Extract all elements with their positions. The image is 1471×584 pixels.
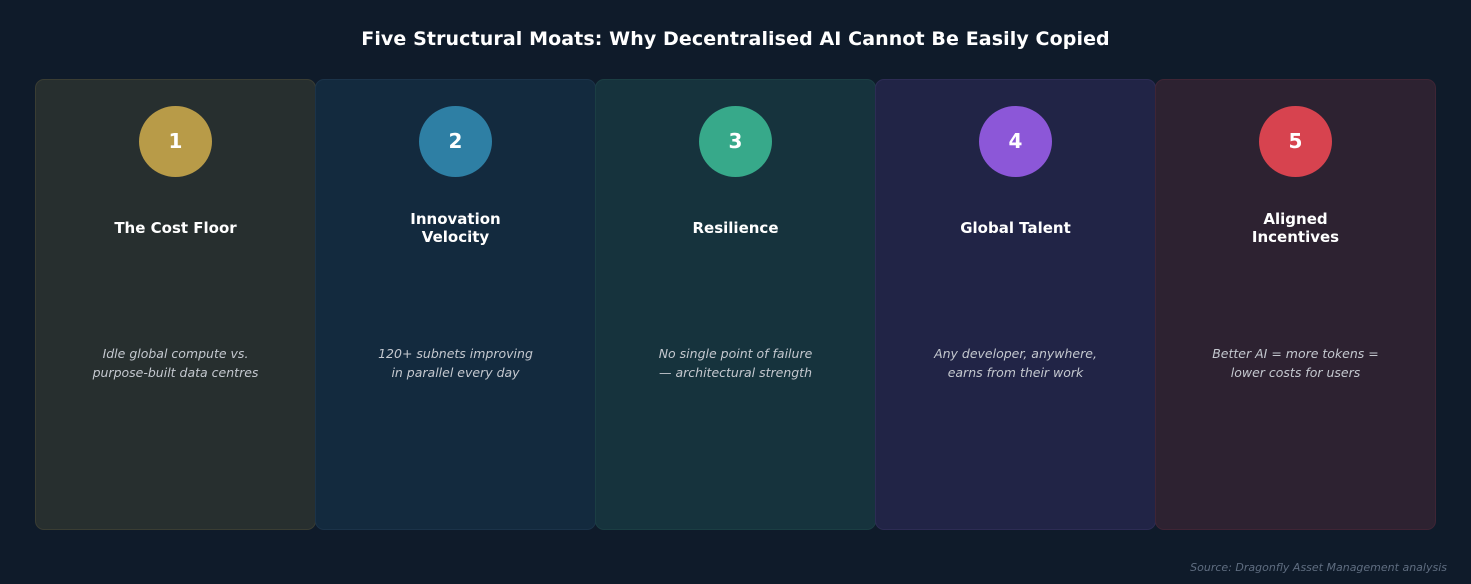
moat-title-text-4: Global Talent	[960, 219, 1071, 237]
moat-title-3: Resilience	[596, 208, 875, 248]
moat-description-5: Better AI = more tokens = lower costs fo…	[1212, 346, 1379, 380]
moat-description-1: Idle global compute vs. purpose-built da…	[92, 346, 259, 380]
moat-title-4: Global Talent	[876, 208, 1155, 248]
moat-card-4: 4 Global Talent Any developer, anywhere,…	[875, 79, 1156, 530]
moat-number-badge-5: 5	[1259, 106, 1332, 177]
moat-title-5: Aligned Incentives	[1156, 208, 1435, 248]
moat-title-text-2: Innovation Velocity	[410, 210, 501, 246]
moat-title-1: The Cost Floor	[36, 208, 315, 248]
moat-number-badge-2: 2	[419, 106, 492, 177]
moat-title-text-5: Aligned Incentives	[1251, 210, 1340, 246]
moat-title-text-1: The Cost Floor	[114, 219, 237, 237]
moat-description-4: Any developer, anywhere, earns from thei…	[934, 346, 1097, 380]
moat-title-text-3: Resilience	[692, 219, 779, 237]
moat-number-badge-3: 3	[699, 106, 772, 177]
moat-description-2: 120+ subnets improving in parallel every…	[378, 346, 533, 380]
moat-card-2: 2 Innovation Velocity 120+ subnets impro…	[315, 79, 596, 530]
moat-description-3: No single point of failure — architectur…	[658, 346, 813, 380]
moat-card-1: 1 The Cost Floor Idle global compute vs.…	[35, 79, 316, 530]
moat-title-2: Innovation Velocity	[316, 208, 595, 248]
moat-number-badge-1: 1	[139, 106, 212, 177]
moats-cards: 1 The Cost Floor Idle global compute vs.…	[35, 79, 1436, 532]
moat-number-badge-4: 4	[979, 106, 1052, 177]
diagram-title: Five Structural Moats: Why Decentralised…	[361, 28, 1110, 50]
source-note: Source: Dragonfly Asset Management analy…	[1190, 561, 1447, 574]
moat-card-5: 5 Aligned Incentives Better AI = more to…	[1155, 79, 1436, 530]
moat-card-3: 3 Resilience No single point of failure …	[595, 79, 876, 530]
